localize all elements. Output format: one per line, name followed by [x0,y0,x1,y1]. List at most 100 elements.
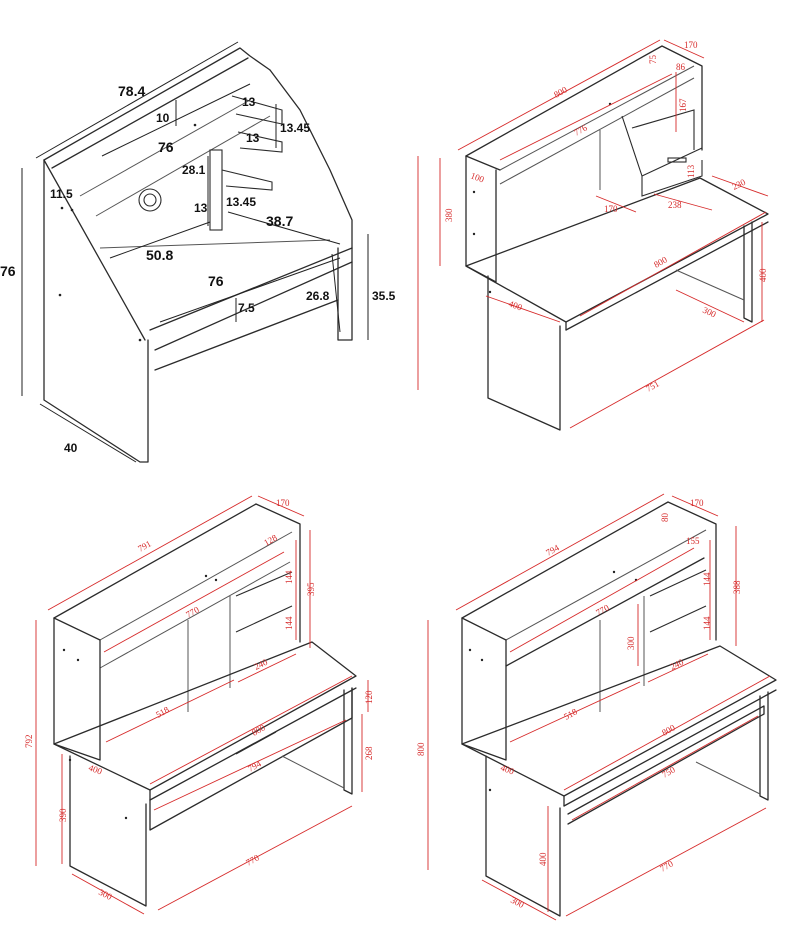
panel-d-dim-label: 144 [702,616,712,630]
panel-c-dim-label: 128 [262,532,279,548]
panel-b-dim-line [485,295,561,323]
panel-a-dim-label: 26.8 [306,289,330,303]
panel-b-dim-label: 238 [668,200,682,210]
panel-b-hole [472,190,476,194]
panel-c-dim-label: 400 [87,762,104,776]
panel-a-dim-line [159,257,341,323]
panel-d-dim-label: 388 [732,580,742,594]
panel-c-hole [62,648,66,652]
panel-a-keyboard-tray-front [154,299,339,371]
panel-a-grommet-inner [143,193,157,207]
panel-d-right-leg-base [695,761,761,795]
panel-d-hole [468,648,472,652]
panel-a-dim-label: 13.45 [280,121,310,135]
panel-b-drawer-handle [667,157,687,163]
panel-b-dim-line [579,211,767,317]
panel-b-dim-label: 170 [604,204,618,214]
panel-b-desk-edge-2 [565,221,769,331]
panel-a-hole [193,123,197,127]
panel-c-left-leg [69,755,147,907]
panel-d-dim-line [671,495,719,517]
panel-c-hole [124,816,128,820]
panel-a-dim-label: 10 [156,111,170,125]
panel-d-dim-line [563,675,771,791]
panel-b-dim-label: 86 [676,62,686,72]
panel-d-dim-line [571,715,759,821]
panel-b-dim-line [663,39,705,59]
panel-c-hole [204,574,208,578]
panel-a-dim-label: 13 [246,131,260,145]
panel-d-dim-label: 770 [594,602,611,618]
panel-b-shelf-box-2 [631,109,695,150]
panel-b-dim-label: 167 [678,98,688,112]
panel-d-dim-label: 144 [702,572,712,586]
panel-b-dim-label: 230 [730,177,747,192]
panel-b-left-leg [487,275,561,431]
panel-a-low-shelf [221,169,273,191]
panel-b-dim-line [711,175,769,197]
panel-d-dim-label: 300 [509,895,526,910]
panel-b-dim-label: 800 [552,84,569,100]
panel-c-hutch-top [53,503,301,643]
panel-b-drawing: 800 170 75 86 776 167 380 100 170 113 23… [417,39,769,431]
panel-b-dim-label: 751 [644,378,661,393]
panel-a-dim-label: 28.1 [182,163,206,177]
panel-d-right-leg [759,691,769,801]
panel-d-hutch-left [461,617,507,761]
panel-c-desk-edge-2 [149,687,357,801]
panel-d-dim-label: 300 [626,636,636,650]
panel-c-hutch-left [53,617,101,761]
panel-a-hutch-shelf [79,99,251,197]
panel-b-hutch-side-top [465,155,501,171]
panel-c-dim-label: 120 [364,690,374,704]
panel-b-dim-line [457,39,661,151]
panel-a-dim-label: 13 [194,201,208,215]
panel-c-dim-label: 800 [250,722,267,738]
panel-a-dim-label: 76 [208,273,224,289]
panel-b-hutch-top [465,45,703,157]
panel-c-hutch-side-top [53,617,101,641]
panel-c-dim-label: 170 [276,498,290,508]
panel-a-top-board [43,47,271,161]
panel-d-dim-line [509,681,641,743]
panel-c-hole [214,578,218,582]
panel-b-dim-line [595,195,637,213]
panel-b-right-leg [743,221,753,323]
panel-b-dim-line [675,289,745,323]
panel-b-dim-label: 400 [758,268,768,282]
panel-a-dim-line [227,211,341,245]
panel-c-drawer-handle [235,731,277,755]
panel-c-dim-line [103,551,285,653]
panel-a-upper-shelf [231,95,283,125]
panel-b-dim-label: 776 [572,122,589,138]
panel-c-dim-label: 240 [252,657,269,672]
panel-a-dim-label: 13.45 [226,195,256,209]
panel-d-dim-label: 750 [660,764,677,780]
panel-a-divider [209,149,223,231]
panel-d-dim-label: 518 [562,706,579,722]
panel-a-drawing: 78.4 10 13 76 13 13.45 11.5 28.1 13 13.4… [0,41,396,463]
panel-b-hutch-inner-2 [499,77,695,185]
panel-c-dim-label: 144 [284,616,294,630]
panel-c-drawer [149,687,353,831]
panel-a-dim-label: 35.5 [372,289,396,303]
panel-a-dim-label: 50.8 [146,247,173,263]
panel-a-dim-label: 13 [242,95,256,109]
panel-b-hole [472,232,476,236]
panel-d-dim-line [647,653,709,683]
panel-a-dim-label: 76 [158,139,174,155]
panel-a-left-slope [43,159,146,341]
panel-c-desk-top [53,641,357,791]
panel-d-hutch-shelf [505,557,705,667]
panel-d-drawing: 794 170 80 155 144 388 770 300 144 240 5… [416,493,777,921]
panel-d-dim-label: 800 [416,742,426,756]
panel-b-dim-label: 100 [469,170,486,184]
panel-d-dim-line [565,807,767,917]
panel-d-dim-line [455,493,665,611]
panel-a-dim-line [109,221,211,259]
panel-a-desk-front [149,247,353,331]
panel-c-dim-label: 792 [24,735,34,749]
panel-c-dim-label: 770 [244,852,261,868]
panel-b-dim-label: 400 [507,298,524,312]
